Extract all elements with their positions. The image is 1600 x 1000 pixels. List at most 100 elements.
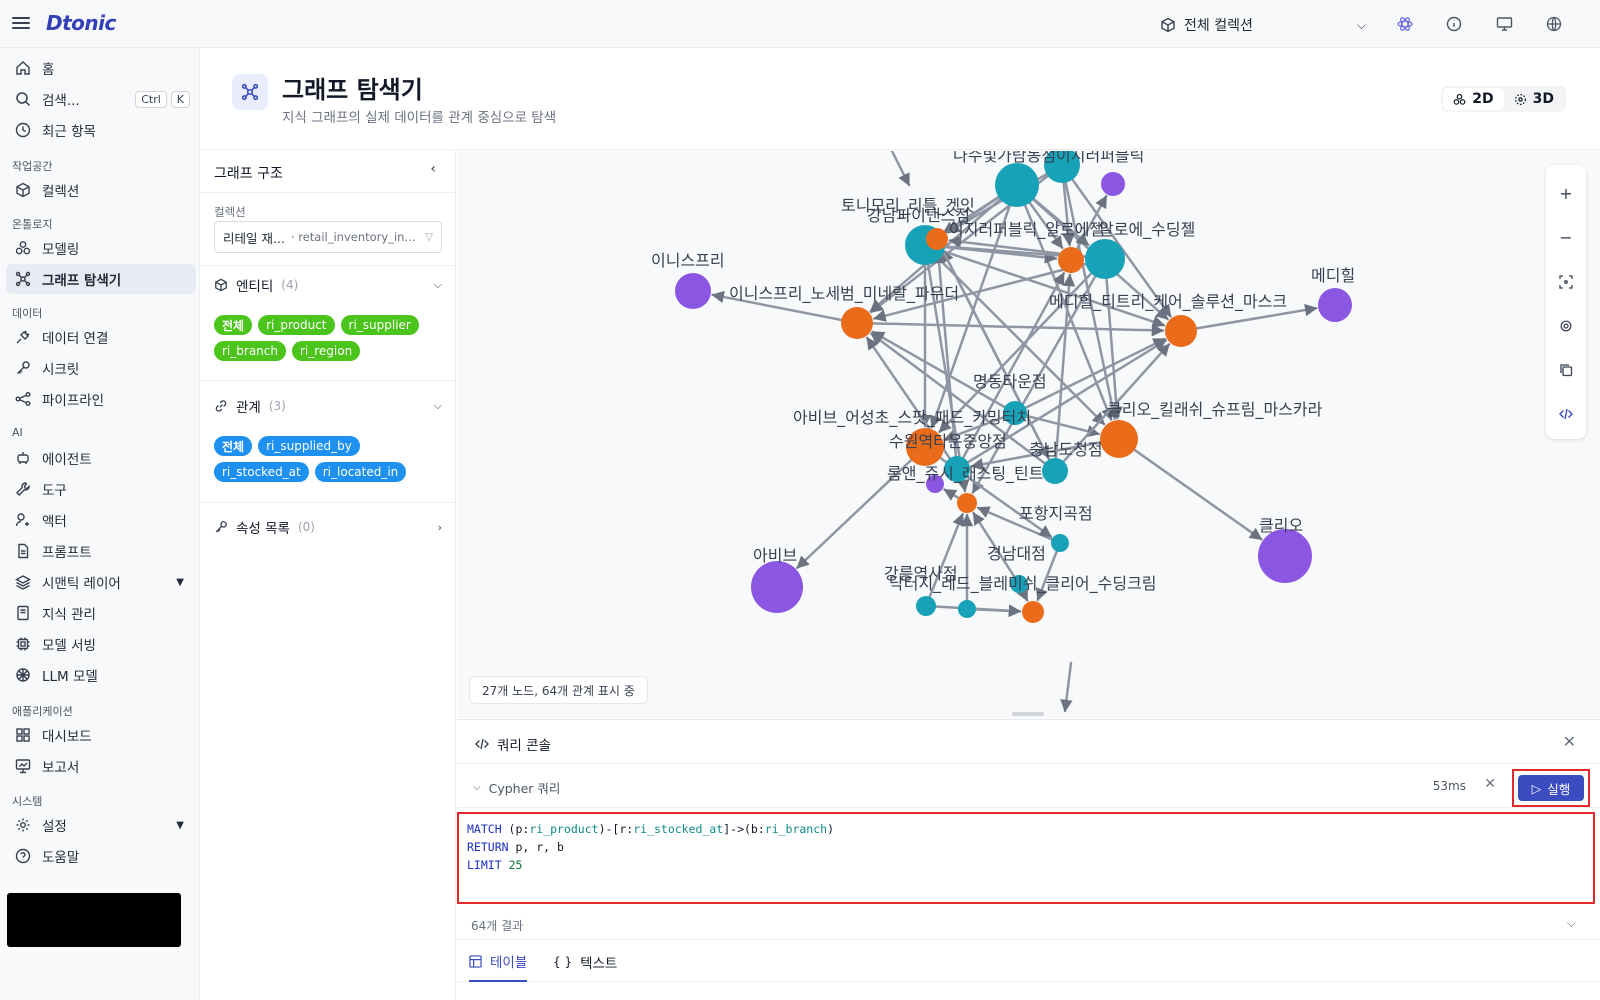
- sidebar-item-secret[interactable]: 시크릿: [6, 353, 196, 383]
- graph-node-label: 나수빛가람동점이지러퍼블릭: [953, 151, 1144, 165]
- sidebar-item-semantic-layer[interactable]: 시맨틱 레이어 ▼: [6, 567, 196, 597]
- relations-section-toggle[interactable]: 관계 (3) ⌵: [214, 394, 442, 418]
- relation-chip[interactable]: ri_stocked_at: [214, 462, 309, 482]
- clear-query-icon[interactable]: ✕: [1484, 776, 1496, 792]
- home-icon: [14, 59, 32, 77]
- graph-node-branch[interactable]: [916, 596, 936, 616]
- graph-node-product[interactable]: [906, 428, 944, 466]
- copy-icon[interactable]: [1556, 360, 1576, 380]
- zoom-out-icon[interactable]: −: [1559, 227, 1573, 247]
- sidebar-item-home[interactable]: 홈: [6, 53, 196, 83]
- tab-table[interactable]: 테이블: [469, 942, 528, 982]
- entity-chip[interactable]: ri_supplier: [340, 315, 419, 335]
- app-logo[interactable]: Dtonic: [46, 11, 116, 35]
- entities-section-toggle[interactable]: 엔티티 (4) ⌵: [214, 273, 442, 297]
- sidebar-item-settings[interactable]: 설정 ▼: [6, 810, 196, 840]
- relation-chip[interactable]: ri_supplied_by: [258, 436, 360, 456]
- graph-node-branch[interactable]: [995, 163, 1039, 207]
- sidebar-item-knowledge[interactable]: 지식 관리: [6, 598, 196, 628]
- graph-node-branch[interactable]: [1044, 151, 1080, 183]
- globe-icon[interactable]: [1544, 14, 1564, 34]
- graph-node-branch[interactable]: [1051, 534, 1069, 552]
- page-title: 그래프 탐색기: [282, 76, 423, 104]
- menu-icon[interactable]: [12, 14, 30, 32]
- view-2d-button[interactable]: 2D: [1443, 88, 1504, 110]
- graph-node-supplier[interactable]: [1258, 529, 1312, 583]
- entity-chip[interactable]: ri_branch: [214, 341, 286, 361]
- sidebar-item-actor[interactable]: 액터: [6, 505, 196, 535]
- sidebar-item-label: 모델링: [42, 242, 80, 258]
- sidebar-item-modeling[interactable]: 모델링: [6, 233, 196, 263]
- sidebar-item-pipeline[interactable]: 파이프라인: [6, 384, 196, 414]
- resize-handle[interactable]: [1012, 712, 1044, 716]
- react-icon[interactable]: [1395, 14, 1415, 34]
- section-label-applications: 애플리케이션: [12, 705, 73, 718]
- view-2d-label: 2D: [1472, 91, 1494, 107]
- tab-text[interactable]: { } 텍스트: [553, 942, 617, 982]
- view-3d-button[interactable]: 3D: [1504, 88, 1564, 110]
- graph-node-branch[interactable]: [1042, 458, 1068, 484]
- monitor-icon[interactable]: [1494, 14, 1514, 34]
- fit-view-icon[interactable]: [1556, 272, 1576, 292]
- code-icon[interactable]: [1556, 404, 1576, 424]
- graph-edge: [1060, 661, 1073, 713]
- query-type-toggle[interactable]: ⌵ Cypher 쿼리: [473, 778, 560, 797]
- graph-node-product[interactable]: [1165, 315, 1197, 347]
- graph-node-branch[interactable]: [958, 600, 976, 618]
- graph-node-branch[interactable]: [1085, 239, 1125, 279]
- graph-node-product[interactable]: [957, 493, 977, 513]
- graph-node-label: 롬앤_쥬시_래스팅_틴트: [887, 464, 1043, 484]
- sidebar-item-llm-model[interactable]: LLM 모델: [6, 660, 196, 690]
- graph-edge: [1179, 303, 1318, 333]
- user-profile-redacted[interactable]: [7, 893, 181, 947]
- sidebar-item-help[interactable]: 도움말: [6, 841, 196, 871]
- divider: [200, 502, 456, 503]
- graph-node-product[interactable]: [1058, 247, 1084, 273]
- graph-node-supplier[interactable]: [926, 475, 944, 493]
- gear-icon[interactable]: [1556, 316, 1576, 336]
- zoom-in-icon[interactable]: +: [1559, 183, 1573, 203]
- sidebar-item-report[interactable]: 보고서: [6, 751, 196, 781]
- close-icon[interactable]: ✕: [1562, 732, 1576, 751]
- collection-select[interactable]: 리테일 재... · retail_inventory_in... ▽: [214, 221, 442, 253]
- sidebar-item-prompt[interactable]: 프롬프트: [6, 536, 196, 566]
- sidebar-item-model-serving[interactable]: 모델 서빙: [6, 629, 196, 659]
- graph-node-product[interactable]: [1022, 601, 1044, 623]
- collection-selector[interactable]: 전체 컬렉션 ⌵: [1160, 12, 1366, 38]
- sidebar-item-recent[interactable]: 최근 항목: [6, 115, 196, 145]
- entity-chip-all[interactable]: 전체: [214, 315, 253, 335]
- graph-node-product[interactable]: [1100, 420, 1138, 458]
- collapse-panel-button[interactable]: ‹: [430, 161, 436, 177]
- relation-chip-all[interactable]: 전체: [214, 436, 253, 456]
- graph-node-product[interactable]: [841, 307, 873, 339]
- graph-visualization[interactable]: 나수빛가람동점이지러퍼블릭토니모리_리틀_겟잇강남파이낸스점이지러퍼블릭_알로에…: [457, 151, 1600, 718]
- graph-node-branch[interactable]: [944, 456, 970, 482]
- graph-node-supplier[interactable]: [675, 273, 711, 309]
- sidebar-item-collection[interactable]: 컬렉션: [6, 175, 196, 205]
- sidebar-item-dashboard[interactable]: 대시보드: [6, 720, 196, 750]
- info-icon[interactable]: [1444, 14, 1464, 34]
- collection-select-value: 리테일 재...: [223, 230, 285, 246]
- sidebar-item-graph-explorer[interactable]: 그래프 탐색기: [6, 264, 196, 294]
- sidebar-item-search[interactable]: 검색... Ctrl K: [6, 84, 196, 114]
- chevron-down-icon: ⌵: [433, 399, 442, 412]
- graph-node-supplier[interactable]: [751, 561, 803, 613]
- sidebar-item-data-connection[interactable]: 데이터 연결: [6, 322, 196, 352]
- properties-section-toggle[interactable]: 속성 목록 (0) ›: [214, 515, 442, 539]
- chevron-down-icon[interactable]: ⌵: [1566, 916, 1576, 930]
- sidebar-item-tool[interactable]: 도구: [6, 474, 196, 504]
- entity-chip[interactable]: ri_region: [291, 341, 361, 361]
- graph-node-branch[interactable]: [1003, 401, 1027, 425]
- graph-node-supplier[interactable]: [1101, 172, 1125, 196]
- query-editor[interactable]: MATCH (p:ri_product)-[r:ri_stocked_at]->…: [467, 820, 834, 874]
- relation-chip[interactable]: ri_located_in: [314, 462, 407, 482]
- graph-node-supplier[interactable]: [1318, 288, 1352, 322]
- run-query-button[interactable]: ▷ 실행: [1518, 775, 1584, 801]
- sidebar-item-agent[interactable]: 에이전트: [6, 443, 196, 473]
- graph-node-product[interactable]: [926, 228, 948, 250]
- graph-edge: [932, 250, 959, 471]
- link-icon: [215, 400, 227, 412]
- graph-node-branch[interactable]: [1010, 575, 1028, 593]
- entity-chip[interactable]: ri_product: [258, 315, 335, 335]
